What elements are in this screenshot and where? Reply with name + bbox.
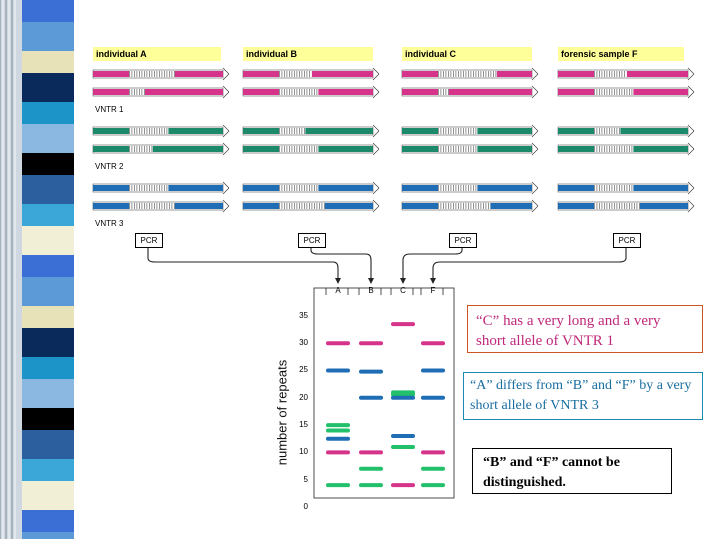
gel-band-f-5 (421, 483, 445, 488)
gel-band-a-2 (326, 368, 350, 373)
gel-band-b-4 (359, 466, 383, 471)
gel-band-a-0 (326, 341, 350, 346)
ytick-35: 35 (299, 311, 308, 320)
gel-band-c-6 (391, 444, 415, 449)
pcr-box-f: PCR (613, 233, 641, 248)
gel-band-a-4 (326, 423, 350, 428)
gel-band-f-0 (421, 341, 445, 346)
lane-label-f: F (430, 286, 436, 295)
gel-band-c-5 (391, 434, 415, 439)
lane-label-b: B (368, 286, 374, 295)
header-individual-b: individual B (243, 47, 373, 61)
gel-band-b-5 (359, 483, 383, 488)
gel-band-f-3 (421, 395, 445, 400)
ytick-25: 25 (299, 365, 308, 374)
ytick-5: 5 (303, 475, 308, 484)
pcr-box-c: PCR (449, 233, 477, 248)
decorative-side-stripe (0, 0, 78, 539)
ytick-30: 30 (299, 338, 308, 347)
gel-band-c-3 (391, 392, 415, 397)
header-individual-a: individual A (93, 47, 221, 61)
header-forensic-sample-f: forensic sample F (558, 47, 684, 61)
gel-band-c-1 (391, 483, 415, 488)
gel-band-a-1 (326, 450, 350, 455)
gel-band-b-0 (359, 341, 383, 346)
gel-band-a-6 (326, 483, 350, 488)
pcr-box-b: PCR (298, 233, 326, 248)
vntr3-label: VNTR 3 (95, 219, 124, 228)
y-axis-label: number of repeats (274, 359, 290, 466)
ytick-15: 15 (299, 420, 308, 429)
gel-band-b-1 (359, 450, 383, 455)
lane-label-c: C (400, 286, 406, 295)
gel-band-c-0 (391, 322, 415, 327)
lane-label-a: A (335, 286, 341, 295)
gel-band-b-3 (359, 395, 383, 400)
header-individual-c: individual C (402, 47, 532, 61)
vntr2-label: VNTR 2 (95, 162, 124, 171)
gel-band-f-1 (421, 450, 445, 455)
gel-band-a-5 (326, 428, 350, 433)
note-a-differs: “A” differs from “B” and “F” by a very s… (463, 372, 703, 420)
gel-band-f-2 (421, 368, 445, 373)
ytick-10: 10 (299, 447, 308, 456)
vntr1-label: VNTR 1 (95, 105, 124, 114)
pcr-box-a: PCR (135, 233, 163, 248)
gel-band-f-4 (421, 466, 445, 471)
gel-band-b-2 (359, 369, 383, 374)
ytick-0: 0 (303, 502, 308, 511)
ytick-20: 20 (299, 393, 308, 402)
gel-band-a-3 (326, 436, 350, 441)
gel-band-c-4 (391, 395, 415, 400)
note-c-long-short: “C” has a very long and a very short all… (467, 305, 703, 353)
note-b-f-indistinguishable: “B” and “F” cannot be distinguished. (472, 448, 672, 494)
